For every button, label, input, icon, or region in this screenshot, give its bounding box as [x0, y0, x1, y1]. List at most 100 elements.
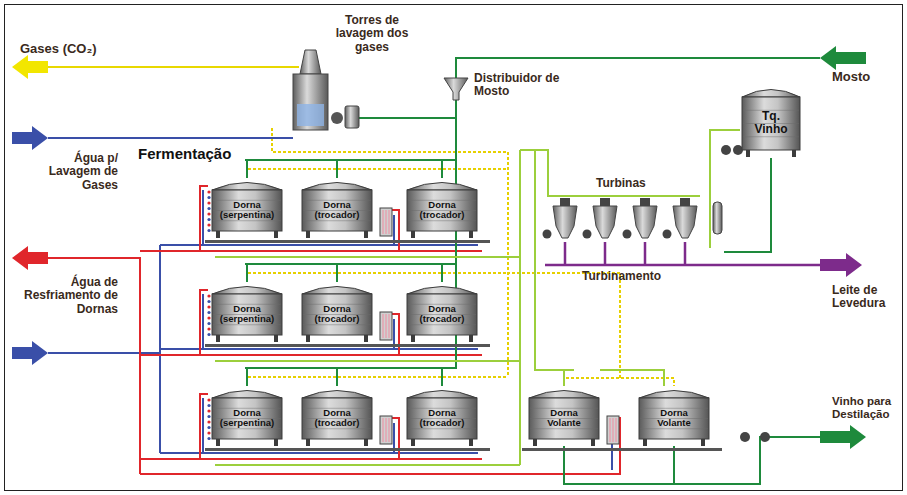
centrifuge-bowl — [553, 206, 577, 238]
vat-band — [303, 428, 371, 429]
heat-exchanger — [380, 416, 392, 444]
tower-body — [293, 74, 328, 130]
cooling-water-supply — [48, 190, 612, 470]
fermentation-vat: Dorna (trocador) — [300, 178, 374, 238]
must-arrow — [820, 46, 866, 70]
flow-label: Turbinas — [596, 177, 676, 190]
wine-tank-pump — [721, 145, 731, 155]
vat-label: Dorna (trocador) — [411, 304, 473, 325]
vat-dome — [302, 287, 372, 295]
vat-leg — [274, 335, 278, 342]
vat-band — [408, 428, 476, 429]
vat-leg — [364, 439, 368, 446]
heat-exchanger — [380, 208, 392, 236]
wash-water-arrow — [12, 126, 48, 150]
vat-dome — [742, 90, 800, 98]
centrifuge-pump — [543, 230, 552, 239]
tank-platform — [205, 448, 490, 451]
vat-leg — [411, 231, 415, 238]
vat-leg — [274, 439, 278, 446]
coil-turn — [207, 190, 210, 193]
vat-leg — [364, 335, 368, 342]
centrifuge-motor — [680, 198, 690, 206]
frame — [5, 5, 903, 491]
wash-water-pipe — [48, 137, 293, 139]
coil-turn — [207, 420, 210, 423]
coil-turn — [207, 322, 210, 325]
vat-body — [212, 398, 282, 439]
coil-turn — [207, 327, 210, 330]
coil-turn — [207, 426, 210, 429]
vat-dome — [302, 391, 372, 399]
wine-tank: Tq. Vinho — [740, 85, 802, 157]
coil-turn — [207, 316, 210, 319]
vat-label: Dorna (trocador) — [306, 304, 368, 325]
wine-outlet-pump — [740, 432, 750, 442]
vat-body — [407, 398, 477, 439]
exchanger-plate — [616, 418, 617, 442]
vat-body — [407, 190, 477, 231]
vat-label: Tq. Vinho — [746, 110, 796, 136]
coil-turn — [207, 398, 210, 401]
coil-turn — [207, 201, 210, 204]
exchanger-plate — [389, 418, 390, 442]
exchanger-plate — [383, 210, 384, 234]
centrifuge-pump — [623, 230, 632, 239]
vat-body — [212, 190, 282, 231]
yeast-pipe — [545, 242, 820, 265]
vat-label: Dorna Volante — [533, 408, 595, 429]
tower-chimney — [300, 50, 321, 74]
fermentation-vat: Dorna (trocador) — [405, 282, 479, 342]
exchanger-plate — [613, 418, 614, 442]
flow-label: Mosto — [832, 70, 892, 85]
wine-outlet-pump — [760, 432, 770, 442]
wine-outlet-pipe — [564, 158, 820, 484]
fermentation-vat: Dorna Volante — [637, 386, 711, 446]
tank-platform — [205, 240, 490, 243]
vat-dome — [302, 183, 372, 191]
centrifuge-bowl — [673, 206, 697, 238]
vat-band — [408, 324, 476, 325]
wine-pipe — [215, 130, 740, 465]
vat-leg — [591, 439, 595, 446]
vat-leg — [701, 439, 705, 446]
exchanger-plate — [389, 210, 390, 234]
vat-band — [213, 428, 281, 429]
gas-pipe — [48, 66, 299, 68]
fermentation-vat: Dorna (serpentina) — [210, 178, 284, 238]
exchanger-plate — [386, 418, 387, 442]
vat-label: Dorna (serpentina) — [216, 200, 278, 221]
vat-band — [530, 428, 598, 429]
fermentation-vat: Dorna (trocador) — [300, 282, 374, 342]
vat-label: Dorna (trocador) — [411, 408, 473, 429]
vat-body — [407, 294, 477, 335]
must-pipe — [245, 58, 820, 386]
exchanger-plate — [386, 210, 387, 234]
section-heading: Fermentação — [138, 146, 238, 163]
coil-turn — [207, 229, 210, 232]
centrifuge-pump — [583, 230, 592, 239]
vat-dome — [212, 183, 282, 191]
must-distributor — [444, 78, 468, 100]
centrifuge-motor — [560, 198, 570, 206]
vat-leg — [364, 231, 368, 238]
fermentation-vat: Dorna (serpentina) — [210, 282, 284, 342]
vat-body — [302, 190, 372, 231]
flow-label: Turbinamento — [582, 270, 692, 283]
vat-leg — [533, 439, 537, 446]
vat-body — [302, 398, 372, 439]
exchanger-plate — [383, 418, 384, 442]
flow-label: Torres de lavagem dos gases — [322, 14, 422, 54]
coil-turn — [207, 300, 210, 303]
vat-leg — [216, 439, 220, 446]
centrifuge-bowl — [593, 206, 617, 238]
coil-turn — [207, 437, 210, 440]
tank-platform — [522, 448, 722, 451]
vat-label: Dorna (trocador) — [306, 408, 368, 429]
vat-dome — [407, 391, 477, 399]
coil-turn — [207, 223, 210, 226]
vat-band — [213, 220, 281, 221]
vat-label: Dorna (trocador) — [306, 200, 368, 221]
vat-leg — [216, 231, 220, 238]
vat-body — [529, 398, 599, 439]
